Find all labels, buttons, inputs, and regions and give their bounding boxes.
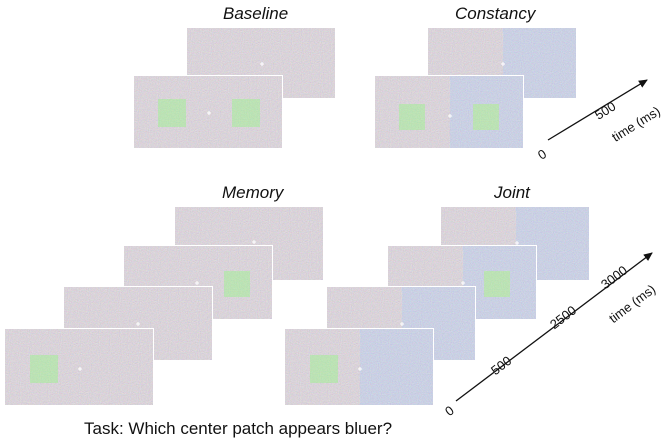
constancy-time-arrow [547, 79, 648, 141]
green-patch [232, 99, 260, 127]
green-patch [473, 104, 499, 130]
constancy-frame-front [374, 75, 524, 149]
fixation-cross [515, 241, 519, 245]
fixation-cross [461, 281, 465, 285]
fixation-cross [207, 111, 211, 115]
joint-title: Joint [494, 183, 530, 202]
fixation-cross [501, 62, 505, 66]
green-patch [484, 271, 510, 297]
memory-frame-1 [4, 328, 154, 406]
stimulus-noise [375, 76, 523, 148]
fixation-cross [448, 114, 452, 118]
green-patch [399, 104, 425, 130]
fixation-cross [400, 322, 404, 326]
task-caption: Task: Which center patch appears bluer? [84, 419, 393, 438]
green-patch [310, 355, 338, 383]
fixation-cross [136, 322, 140, 326]
green-patch [30, 355, 58, 383]
green-patch [224, 271, 250, 297]
fixation-cross [358, 367, 362, 371]
fixation-cross [195, 281, 199, 285]
green-patch [158, 99, 186, 127]
stimulus-noise [134, 76, 282, 148]
fixation-cross [78, 367, 82, 371]
joint-time-arrow [455, 252, 653, 402]
constancy-title: Constancy [455, 4, 536, 23]
fixation-cross [252, 240, 256, 244]
fixation-cross [260, 62, 264, 66]
baseline-frame-front [133, 75, 283, 149]
stimulus-noise [285, 329, 433, 405]
baseline-title: Baseline [223, 4, 289, 23]
memory-title: Memory [222, 183, 284, 202]
stimulus-noise [5, 329, 153, 405]
joint-frame-1 [284, 328, 434, 406]
